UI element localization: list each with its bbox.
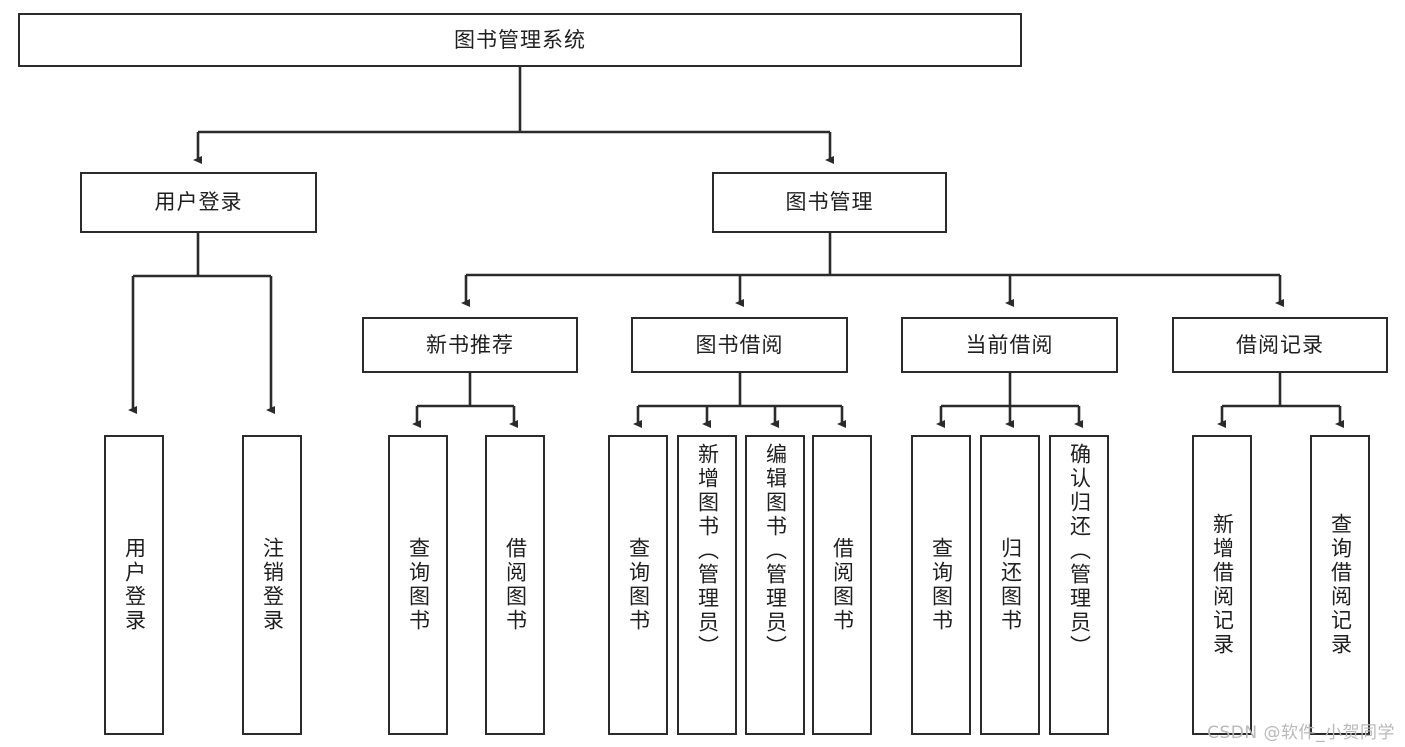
node-leaf-add-record-label: 新增借阅记录 [1210, 513, 1235, 657]
node-new-book-rec-label: 新书推荐 [426, 332, 514, 357]
node-book-borrow[interactable]: 图书借阅 [631, 317, 848, 373]
node-current-borrow-label: 当前借阅 [965, 332, 1054, 357]
node-book-borrow-label: 图书借阅 [695, 332, 784, 357]
node-leaf-borrow-book-rec[interactable]: 借阅图书 [485, 435, 545, 735]
node-leaf-borrow-book-label: 借阅图书 [830, 537, 855, 633]
node-leaf-add-book[interactable]: 新增图书（管理员） [677, 435, 737, 735]
node-leaf-user-login-label: 用户登录 [122, 537, 147, 633]
watermark: CSDN @软件_小贺同学 [1207, 723, 1395, 743]
node-leaf-query-book-borrow-label: 查询图书 [626, 537, 651, 633]
node-leaf-query-book-borrow[interactable]: 查询图书 [608, 435, 668, 735]
node-user-login-label: 用户登录 [154, 190, 243, 215]
node-root[interactable]: 图书管理系统 [18, 13, 1022, 67]
node-new-book-rec[interactable]: 新书推荐 [362, 317, 578, 373]
node-leaf-query-book-rec[interactable]: 查询图书 [388, 435, 448, 735]
node-leaf-query-book-rec-label: 查询图书 [406, 537, 431, 633]
node-leaf-query-book-current-label: 查询图书 [929, 537, 954, 633]
node-leaf-add-book-label: 新增图书（管理员） [695, 443, 720, 659]
node-root-label: 图书管理系统 [454, 27, 586, 52]
node-leaf-borrow-book[interactable]: 借阅图书 [812, 435, 872, 735]
node-borrow-record-label: 借阅记录 [1236, 332, 1324, 357]
node-book-manage[interactable]: 图书管理 [712, 172, 947, 233]
node-leaf-logout-login-label: 注销登录 [260, 537, 285, 633]
node-book-manage-label: 图书管理 [785, 190, 874, 215]
node-leaf-query-record-label: 查询借阅记录 [1328, 513, 1353, 657]
node-leaf-return-book-label: 归还图书 [998, 537, 1023, 633]
node-leaf-add-record[interactable]: 新增借阅记录 [1192, 435, 1252, 735]
node-user-login[interactable]: 用户登录 [80, 172, 317, 233]
node-leaf-borrow-book-rec-label: 借阅图书 [503, 537, 528, 633]
node-leaf-return-book[interactable]: 归还图书 [980, 435, 1040, 735]
node-leaf-edit-book-label: 编辑图书（管理员） [763, 443, 788, 659]
node-leaf-confirm-return[interactable]: 确认归还（管理员） [1049, 435, 1109, 735]
node-current-borrow[interactable]: 当前借阅 [901, 317, 1118, 373]
node-leaf-edit-book[interactable]: 编辑图书（管理员） [745, 435, 805, 735]
node-leaf-confirm-return-label: 确认归还（管理员） [1067, 443, 1092, 659]
node-leaf-query-book-current[interactable]: 查询图书 [911, 435, 971, 735]
node-borrow-record[interactable]: 借阅记录 [1172, 317, 1388, 373]
node-leaf-logout-login[interactable]: 注销登录 [242, 435, 302, 735]
node-leaf-user-login[interactable]: 用户登录 [104, 435, 164, 735]
node-leaf-query-record[interactable]: 查询借阅记录 [1310, 435, 1370, 735]
